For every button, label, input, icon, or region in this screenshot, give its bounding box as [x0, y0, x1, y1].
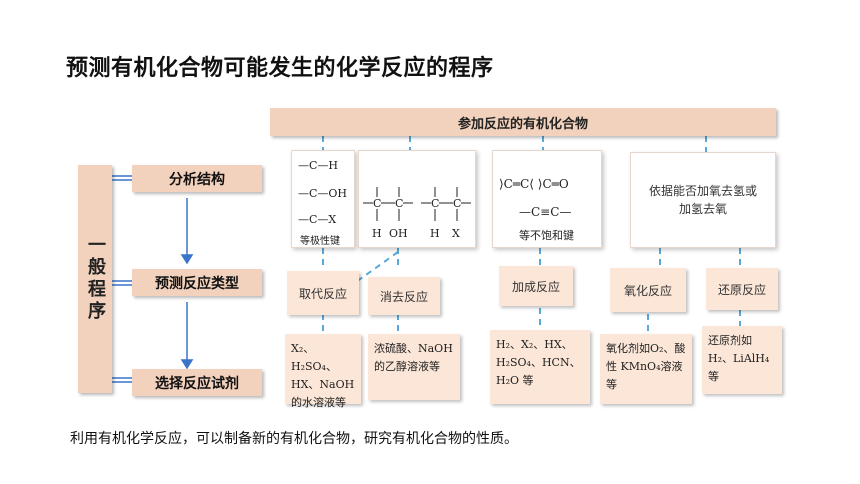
reaction-substitution: 取代反应: [287, 271, 359, 315]
elim-label-h1: H: [372, 227, 382, 240]
unsat-line-1: ⟩C═C⟨ ⟩C═O: [499, 177, 569, 191]
struct-row-ch: —C—H: [298, 159, 339, 172]
step-predict-reaction-type: 预测反应类型: [132, 269, 262, 296]
step-choose-reagent: 选择反应试剂: [132, 369, 262, 396]
reagent-addition-text: H₂、X₂、HX、H₂SO₄、HCN、H₂O 等: [496, 338, 581, 387]
svg-text:C: C: [373, 197, 381, 210]
reagent-oxidation: 氧化剂如O₂、酸性 KMnO₄溶液等: [600, 334, 692, 404]
struct-row-cx: —C—X: [298, 213, 337, 226]
structure-card-unsaturated: ⟩C═C⟨ ⟩C═O —C≡C— 等不饱和键: [492, 150, 602, 248]
struct-row-coh: —C—OH: [298, 187, 348, 200]
top-bar-label: 参加反应的有机化合物: [457, 116, 588, 132]
step-2-label: 预测反应类型: [155, 275, 239, 292]
step-3-label: 选择反应试剂: [155, 375, 239, 392]
reaction-elimination-label: 消去反应: [379, 289, 428, 304]
unsat-caption: 等不饱和键: [519, 229, 574, 242]
svg-text:C: C: [431, 197, 439, 210]
elimination-structure-drawing: C C C C: [363, 187, 471, 221]
bottom-note: 利用有机化学反应，可以制备新的有机化合物，研究有机化合物的性质。: [70, 431, 518, 447]
elim-label-h2: H: [430, 227, 440, 240]
redox-criterion-text: 依据能否加氧去氢或加氢去氧: [648, 184, 757, 216]
left-label-text: 一般程序: [85, 235, 106, 323]
reaction-oxidation-label: 氧化反应: [623, 283, 672, 298]
step-1-label: 分析结构: [169, 171, 225, 188]
reaction-reduction-label: 还原反应: [717, 282, 766, 297]
reagent-addition: H₂、X₂、HX、H₂SO₄、HCN、H₂O 等: [490, 330, 590, 404]
svg-text:C: C: [453, 197, 461, 210]
struct-caption-polar: 等极性键: [300, 236, 340, 247]
reaction-addition: 加成反应: [499, 266, 573, 306]
structure-card-elimination: C C C C H OH H X: [358, 150, 476, 248]
reagent-reduction-text: 还原剂如H₂、LiAlH₄ 等: [708, 334, 770, 383]
reagent-substitution-text: X₂、H₂SO₄、HX、NaOH的水溶液等: [291, 342, 355, 409]
page-title: 预测有机化合物可能发生的化学反应的程序: [66, 56, 494, 81]
left-label-general-procedure: 一般程序: [78, 165, 112, 393]
svg-text:C: C: [395, 197, 403, 210]
reagent-elimination-text: 浓硫酸、NaOH的乙醇溶液等: [374, 342, 453, 373]
reaction-addition-label: 加成反应: [511, 279, 560, 294]
elim-label-oh: OH: [389, 227, 408, 240]
reaction-substitution-label: 取代反应: [298, 286, 347, 301]
reagent-elimination: 浓硫酸、NaOH的乙醇溶液等: [368, 334, 460, 400]
structure-card-polar-bonds: —C—H —C—OH —C—X 等极性键: [291, 150, 355, 248]
reaction-reduction: 还原反应: [706, 268, 778, 310]
step-analyze-structure: 分析结构: [132, 165, 262, 192]
reagent-oxidation-text: 氧化剂如O₂、酸性 KMnO₄溶液等: [606, 342, 686, 391]
reagent-substitution: X₂、H₂SO₄、HX、NaOH的水溶液等: [285, 334, 361, 409]
top-bar-organic-compounds: 参加反应的有机化合物: [270, 108, 776, 136]
elim-label-x: X: [452, 227, 460, 240]
reagent-reduction: 还原剂如H₂、LiAlH₄ 等: [702, 326, 782, 394]
reaction-elimination: 消去反应: [368, 277, 440, 315]
reaction-oxidation: 氧化反应: [610, 268, 686, 312]
unsat-line-2: —C≡C—: [519, 205, 572, 219]
structure-card-redox: 依据能否加氧去氢或加氢去氧: [630, 152, 776, 248]
